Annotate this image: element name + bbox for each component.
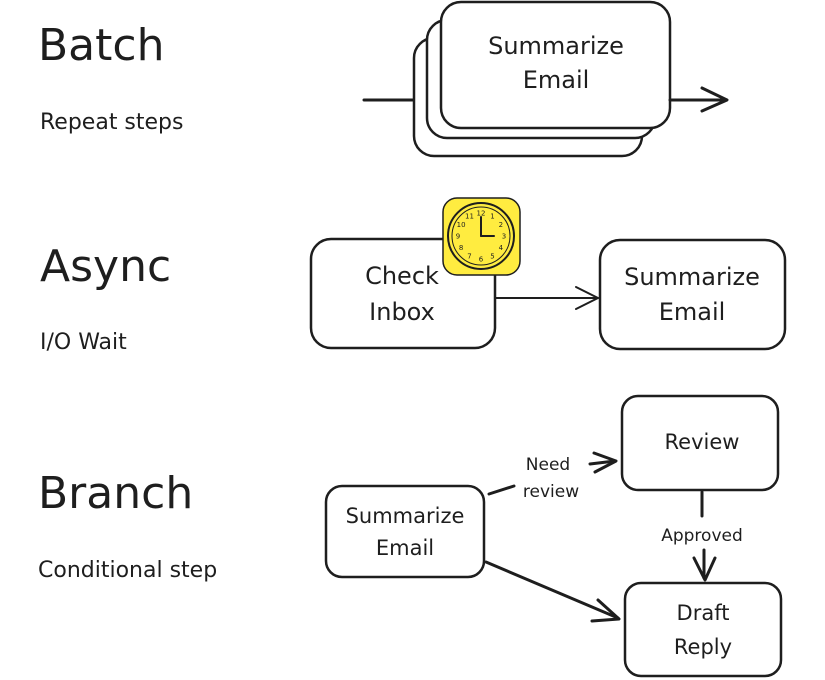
branch-section: Branch Conditional step Summarize Email … xyxy=(38,394,783,678)
branch-subtitle: Conditional step xyxy=(38,558,217,583)
clock-numeral: 9 xyxy=(456,233,460,241)
clock-numeral: 12 xyxy=(477,210,486,218)
branch-direct-edge xyxy=(484,560,621,623)
clock-numeral: 11 xyxy=(465,213,474,221)
branch-draft-reply-node xyxy=(623,581,783,678)
batch-title: Batch xyxy=(38,20,164,71)
branch-draft-label-2: Reply xyxy=(674,635,732,659)
branch-summarize-label-2: Email xyxy=(376,536,434,560)
clock-numeral: 7 xyxy=(467,252,471,260)
clock-numeral: 5 xyxy=(490,252,494,260)
clock-numeral: 8 xyxy=(459,244,463,252)
async-summarize-label-2: Email xyxy=(659,298,726,326)
need-review-label-1: Need xyxy=(526,455,570,475)
need-review-label-2: review xyxy=(523,482,579,502)
clock-numeral: 1 xyxy=(490,213,494,221)
async-title: Async xyxy=(40,241,171,292)
async-subtitle: I/O Wait xyxy=(40,330,127,355)
branch-draft-label-1: Draft xyxy=(677,601,730,625)
batch-summarize-node xyxy=(439,0,672,130)
clock-numeral: 6 xyxy=(479,256,484,264)
batch-section: Batch Repeat steps Summarize Email xyxy=(38,0,729,158)
need-review-edge xyxy=(487,451,618,496)
batch-output-arrow xyxy=(668,86,729,113)
approved-label: Approved xyxy=(661,526,743,546)
async-arrow xyxy=(494,286,599,310)
branch-summarize-node xyxy=(324,484,486,579)
clock-numeral: 4 xyxy=(499,244,504,252)
batch-summarize-label-2: Email xyxy=(523,66,590,94)
branch-review-label: Review xyxy=(665,430,740,454)
async-check-label-1: Check xyxy=(365,262,439,290)
batch-summarize-label-1: Summarize xyxy=(488,32,624,60)
batch-subtitle: Repeat steps xyxy=(40,110,183,135)
clock-numeral: 10 xyxy=(457,221,466,229)
clock-numeral: 3 xyxy=(502,233,506,241)
branch-title: Branch xyxy=(38,468,193,519)
clock-numeral: 2 xyxy=(499,221,503,229)
async-summarize-node xyxy=(598,238,787,351)
async-section: Async I/O Wait Check Inbox Summarize Ema… xyxy=(40,197,787,355)
approved-edge xyxy=(692,490,717,582)
branch-summarize-label-1: Summarize xyxy=(346,504,465,528)
async-check-label-2: Inbox xyxy=(369,298,435,326)
branch-review-node xyxy=(620,394,780,492)
async-summarize-label-1: Summarize xyxy=(624,263,760,291)
